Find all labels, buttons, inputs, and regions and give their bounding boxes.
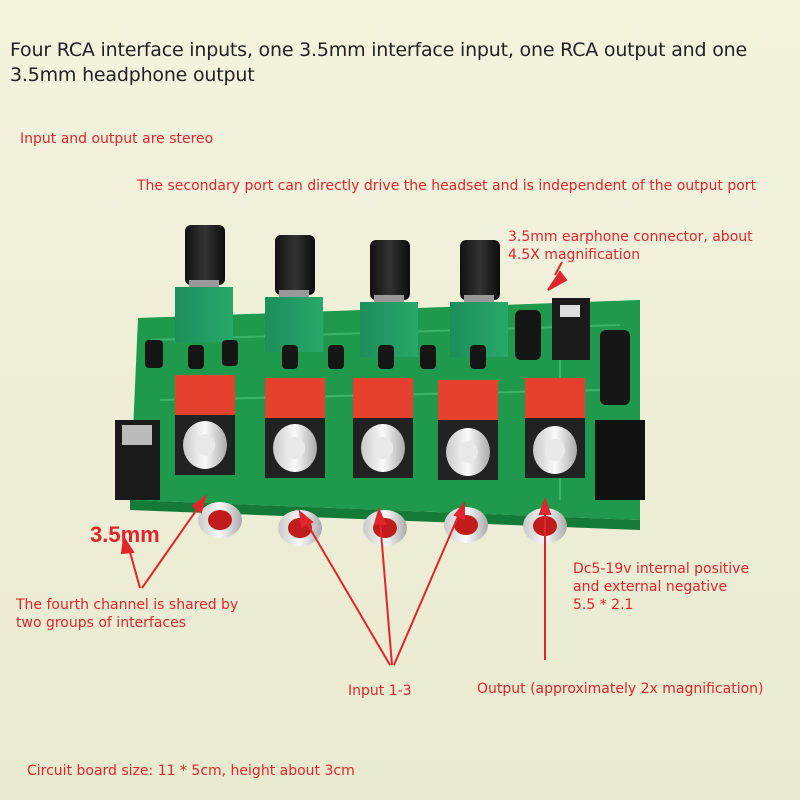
potentiometers bbox=[175, 225, 508, 357]
input-label: Input 1-3 bbox=[348, 683, 412, 699]
earphone-note: 3.5mm earphone connector, about 4.5X mag… bbox=[508, 229, 753, 263]
annotation-arrows bbox=[120, 261, 568, 666]
dc-power-note: Dc5-19v internal positive and external n… bbox=[573, 561, 750, 613]
dc-jack bbox=[595, 420, 645, 500]
board-size-note: Circuit board size: 11 * 5cm, height abo… bbox=[27, 763, 355, 779]
secondary-port-note: The secondary port can directly drive th… bbox=[137, 178, 757, 194]
capacitors bbox=[145, 310, 630, 405]
fourth-channel-note: The fourth channel is shared by two grou… bbox=[16, 597, 239, 631]
jack-size-label: 3.5mm bbox=[90, 522, 160, 547]
output-label: Output (approximately 2x magnification) bbox=[477, 681, 764, 697]
stereo-note: Input and output are stereo bbox=[20, 131, 214, 147]
product-title: Four RCA interface inputs, one 3.5mm int… bbox=[10, 39, 747, 86]
